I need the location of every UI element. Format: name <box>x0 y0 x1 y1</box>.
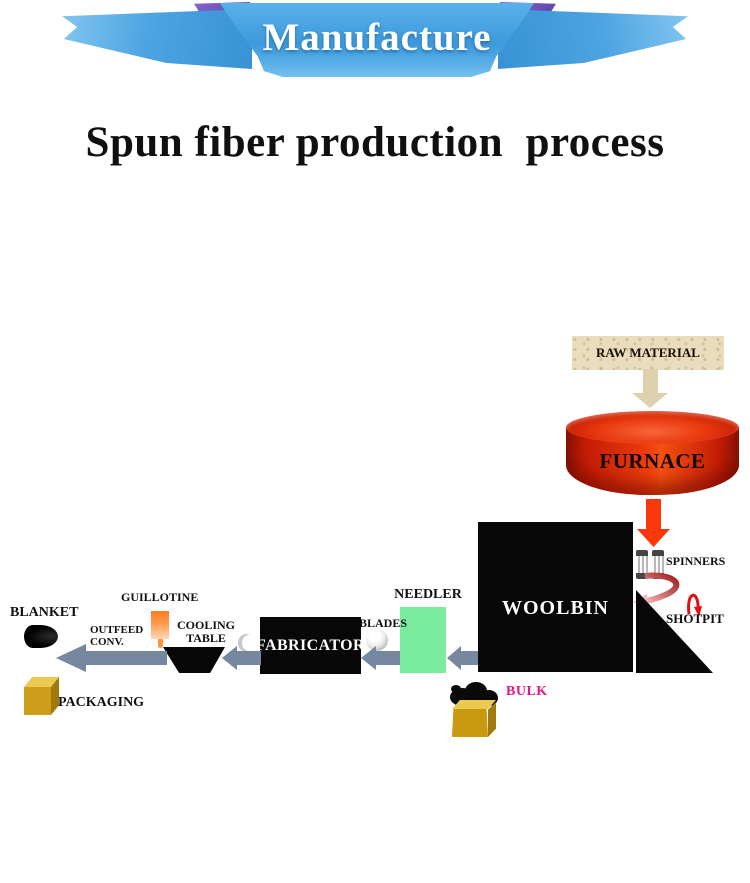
cooling-table-label: COOLING TABLE <box>176 618 235 646</box>
ribbon-wing-left-icon <box>62 9 252 69</box>
arrow-raw-to-furnace-icon <box>632 369 668 408</box>
blades-label: BLADES <box>359 616 408 630</box>
needler-label: NEEDLER <box>394 587 462 602</box>
shotpit-label: SHOTPIT <box>666 611 724 626</box>
raw-material-node: RAW MATERIAL <box>572 336 724 370</box>
spinners-icon <box>636 550 665 579</box>
crescent-icon <box>238 634 256 652</box>
guillotine-stem-icon <box>158 639 163 648</box>
guillotine-blade-icon <box>151 611 169 639</box>
fabricator-label: FABRICATOR <box>256 636 365 654</box>
packaging-box-icon <box>24 677 59 715</box>
woolbin-node: WOOLBIN <box>478 522 633 672</box>
spinners-label: SPINNERS <box>666 554 726 568</box>
raw-material-label: RAW MATERIAL <box>596 345 700 360</box>
blanket-roll-icon <box>24 625 58 648</box>
furnace-node: FURNACE <box>566 411 739 499</box>
furnace-cylinder-top-icon <box>566 411 739 444</box>
arrow-needler-to-fabricator-icon <box>361 646 400 670</box>
arrow-woolbin-to-needler-icon <box>447 646 478 670</box>
ribbon-wing-right-icon <box>498 9 688 69</box>
ribbon-center-tab: Manufacture <box>220 3 534 77</box>
bulk-label: BULK <box>506 684 548 699</box>
furnace-label: FURNACE <box>599 449 706 473</box>
packaging-label: PACKAGING <box>58 695 145 710</box>
spinner-spool-icon <box>636 550 648 579</box>
bulk-box-icon <box>450 700 496 737</box>
arrow-fabricator-to-cooling-icon <box>222 646 261 670</box>
spinner-spool-icon <box>652 550 664 579</box>
guillotine-label: GUILLOTINE <box>121 590 199 604</box>
outfeed-conveyor-label: OUTFEED CONV. <box>90 624 144 649</box>
page-title: Spun fiber production process <box>85 119 665 166</box>
needler-node <box>400 607 446 673</box>
woolbin-label: WOOLBIN <box>501 596 610 619</box>
cooling-table-trapezoid-icon <box>163 647 225 673</box>
blades-sphere-icon <box>366 629 388 651</box>
blanket-label: BLANKET <box>10 605 79 620</box>
fabricator-node: FABRICATOR <box>256 617 365 674</box>
arrow-furnace-to-spinners-icon <box>637 499 670 547</box>
banner-title: Manufacture <box>262 15 492 59</box>
arrow-outfeed-conveyor-icon <box>56 644 167 672</box>
